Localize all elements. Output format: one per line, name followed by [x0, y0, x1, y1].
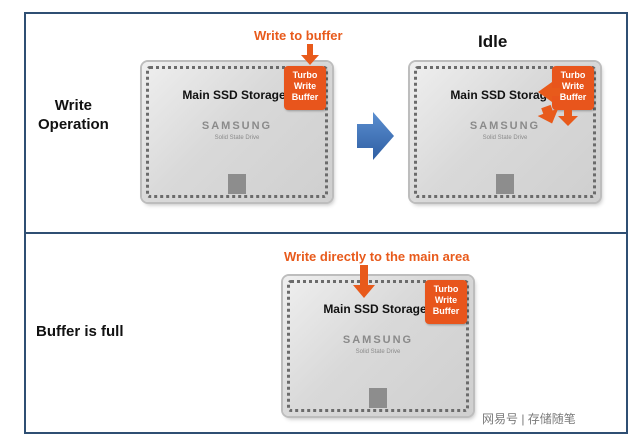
turbo-line2: Write [293, 81, 317, 91]
drive-connector [369, 388, 387, 408]
write-directly-label: Write directly to the main area [284, 249, 470, 264]
write-to-buffer-label: Write to buffer [254, 28, 343, 43]
buffer-full-label: Buffer is full [36, 323, 124, 340]
turbo-line3: Buffer [432, 306, 460, 316]
turbo-line2: Write [434, 295, 458, 305]
ssd-drive-idle: Main SSD Storage SAMSUNG Solid State Dri… [410, 62, 600, 202]
write-to-buffer-arrow-icon [301, 44, 319, 65]
turbo-line3: Buffer [559, 92, 587, 102]
samsung-brand: SAMSUNG [342, 334, 414, 346]
main-storage-label: Main SSD Storage [323, 302, 427, 316]
ssd-drive-buffer-full: Main SSD Storage SAMSUNG Solid State Dri… [283, 276, 473, 416]
main-storage-label: Main SSD Storage [450, 88, 554, 102]
main-storage-label: Main SSD Storage [182, 88, 286, 102]
solid-state-drive-text: Solid State Drive [355, 349, 401, 355]
solid-state-drive-text: Solid State Drive [482, 135, 528, 141]
turbo-line2: Write [561, 81, 585, 91]
turbo-write-buffer: Turbo Write Buffer [284, 66, 326, 110]
transition-arrow-icon [357, 112, 394, 160]
watermark: 网易号 | 存储随笔 [482, 412, 576, 426]
idle-title: Idle [478, 32, 508, 51]
solid-state-drive-text: Solid State Drive [214, 135, 260, 141]
turbo-line1: Turbo [292, 70, 318, 80]
ssd-drive-write: Main SSD Storage SAMSUNG Solid State Dri… [142, 62, 332, 202]
samsung-brand: SAMSUNG [201, 120, 273, 132]
write-operation-line1: Write [54, 97, 93, 114]
samsung-brand: SAMSUNG [469, 120, 541, 132]
turbo-line3: Buffer [291, 92, 319, 102]
drive-connector [228, 174, 246, 194]
write-direct-arrow-icon [353, 265, 375, 298]
turbo-line1: Turbo [560, 70, 586, 80]
turbo-write-buffer: Turbo Write Buffer [425, 280, 467, 324]
turbo-line1: Turbo [433, 284, 459, 294]
write-operation-label: Write Operation [38, 96, 109, 134]
buffer-flush-arrows-icon [537, 82, 578, 126]
write-operation-line2: Operation [38, 116, 109, 133]
drive-connector [496, 174, 514, 194]
